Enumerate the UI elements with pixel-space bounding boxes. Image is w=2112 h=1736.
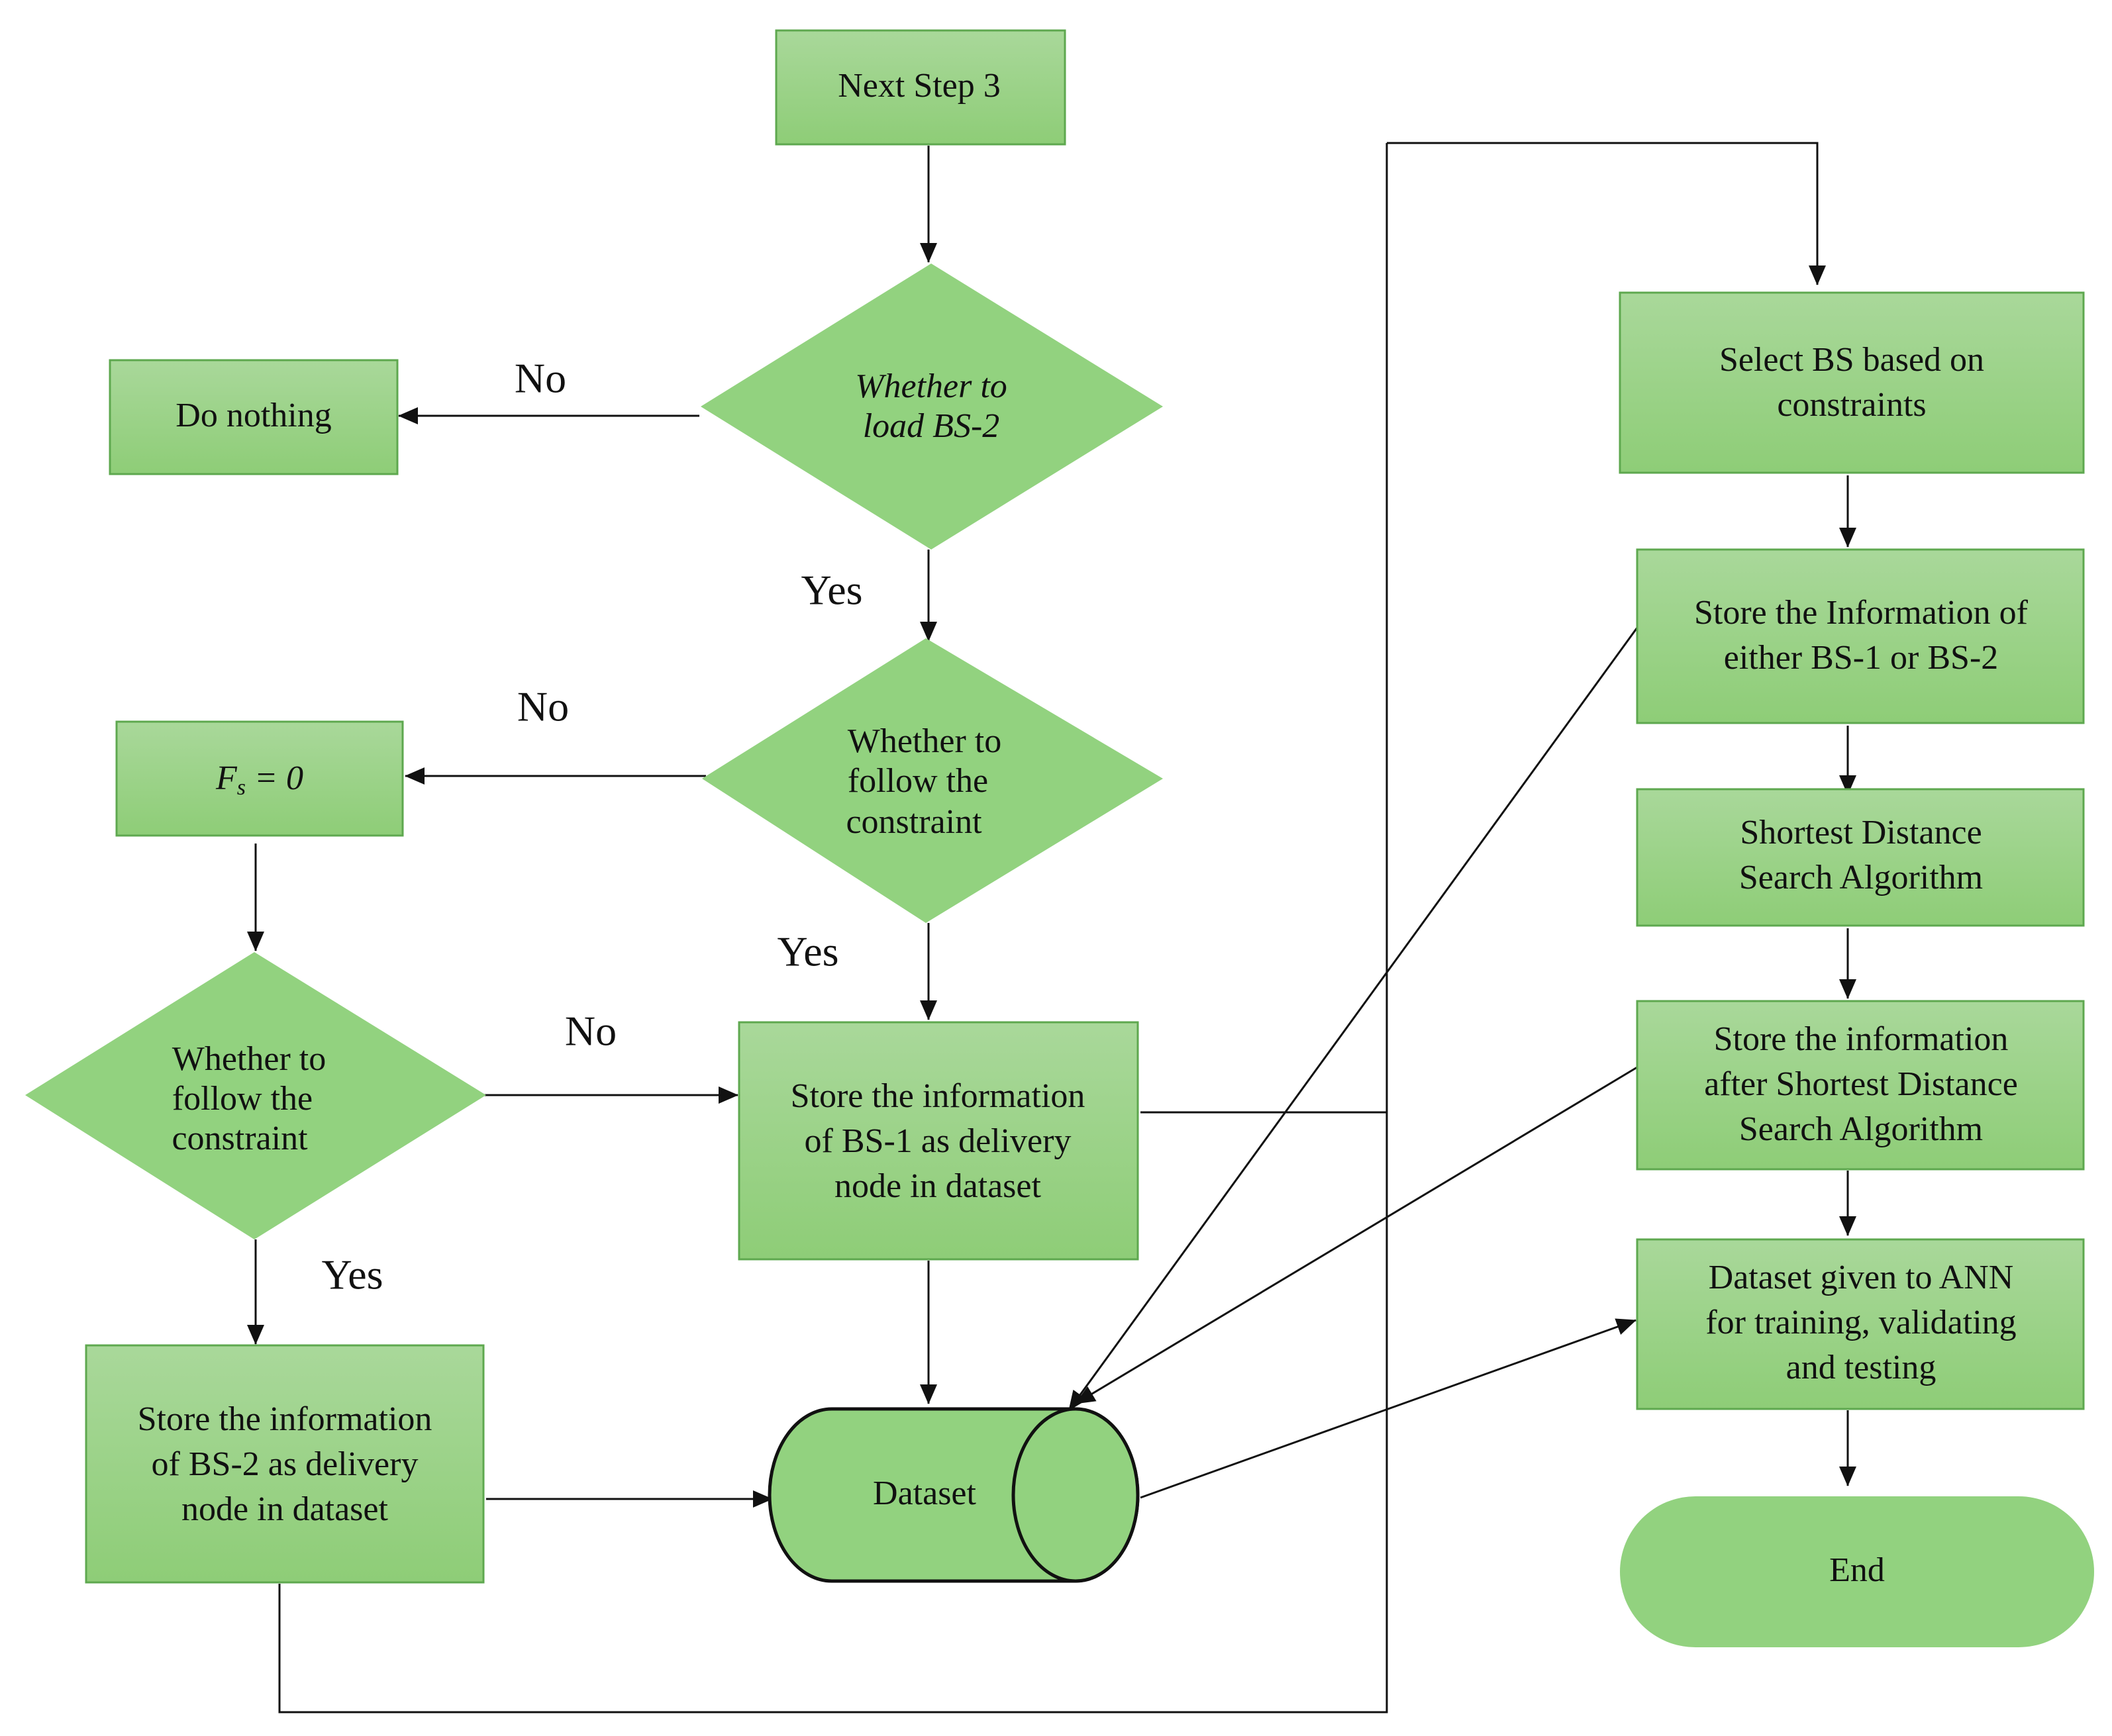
node-shortest-distance: Shortest Distance Search Algorithm	[1636, 788, 2085, 927]
label-yes-2: Yes	[777, 928, 838, 975]
node-next-step: Next Step 3	[775, 29, 1066, 146]
dataset-cylinder-end	[1011, 1407, 1140, 1583]
node-store-bs2-line-2: of BS-2 as delivery	[152, 1445, 419, 1483]
decision-follow1-line-1: Whether to	[848, 722, 1001, 760]
node-store-either: Store the Information of either BS-1 or …	[1636, 548, 2085, 724]
edge-store-after-to-dataset	[1075, 1066, 1638, 1405]
node-dataset-ann-line-2: for training, validating	[1705, 1304, 2016, 1341]
fs-sub: s	[237, 775, 246, 800]
node-fs-zero-label: Fs = 0	[215, 759, 303, 800]
node-store-bs1-line-3: node in dataset	[834, 1167, 1041, 1205]
decision-load-bs2-line-2: load BS-2	[863, 407, 1000, 445]
node-store-bs2: Store the information of BS-2 as deliver…	[85, 1344, 485, 1584]
node-select-bs: Select BS based on constraints	[1619, 291, 2085, 474]
node-store-after-line-3: Search Algorithm	[1739, 1110, 1983, 1148]
node-dataset-ann-line-1: Dataset given to ANN	[1709, 1259, 2014, 1296]
node-store-bs1: Store the information of BS-1 as deliver…	[738, 1021, 1139, 1261]
label-no-2: No	[517, 683, 569, 730]
label-yes-1: Yes	[801, 567, 862, 614]
label-yes-3: Yes	[321, 1251, 383, 1298]
decision-follow2-line-2: follow the	[172, 1080, 313, 1118]
node-store-bs1-line-1: Store the information	[791, 1077, 1085, 1115]
node-store-bs1-line-2: of BS-1 as delivery	[805, 1122, 1072, 1160]
node-store-after: Store the information after Shortest Dis…	[1636, 1000, 2085, 1171]
node-store-either-line-2: either BS-1 or BS-2	[1724, 639, 1999, 677]
node-shortest-line-1: Shortest Distance	[1740, 814, 1982, 851]
fs-rest: = 0	[246, 759, 303, 797]
node-do-nothing: Do nothing	[109, 359, 399, 475]
fs-base: F	[215, 759, 238, 797]
edge-labels: No Yes No Yes No Yes	[321, 355, 862, 1298]
edge-loop-to-select-bs	[1387, 142, 1826, 285]
node-next-step-label: Next Step 3	[838, 67, 1001, 105]
node-shortest-line-2: Search Algorithm	[1739, 859, 1983, 896]
edge-dataset-to-ann	[1140, 1318, 1636, 1499]
label-no-1: No	[515, 355, 566, 402]
node-dataset: Dataset	[768, 1407, 1140, 1583]
node-select-bs-line-2: constraints	[1777, 386, 1926, 424]
node-store-either-line-1: Store the Information of	[1694, 594, 2029, 632]
decision-follow1-line-2: follow the	[848, 762, 988, 800]
node-select-bs-line-1: Select BS based on	[1719, 341, 1984, 379]
label-no-3: No	[565, 1008, 617, 1055]
decision-follow-constraint-1: Whether to follow the constraint	[702, 638, 1163, 923]
decision-follow2-line-3: constraint	[172, 1120, 308, 1157]
node-store-bs2-line-3: node in dataset	[181, 1490, 388, 1528]
edge-store-bs2-loop	[278, 143, 1388, 1713]
node-fs-zero: Fs = 0	[115, 720, 404, 837]
node-dataset-ann: Dataset given to ANN for training, valid…	[1636, 1238, 2085, 1410]
connectors	[247, 142, 1856, 1713]
node-end-label: End	[1829, 1551, 1885, 1589]
decision-load-bs2-line-1: Whether to	[855, 367, 1007, 405]
decision-load-bs2: Whether to load BS-2	[701, 264, 1163, 550]
decision-follow1-line-3: constraint	[846, 803, 982, 841]
node-store-after-line-1: Store the information	[1714, 1020, 2009, 1058]
node-end: End	[1620, 1496, 2094, 1647]
node-store-bs2-line-1: Store the information	[138, 1400, 432, 1438]
node-dataset-ann-line-3: and testing	[1786, 1349, 1936, 1386]
node-store-after-line-2: after Shortest Distance	[1704, 1065, 2018, 1103]
edge-store-either-to-dataset	[1068, 627, 1638, 1411]
node-dataset-label: Dataset	[873, 1474, 976, 1512]
node-do-nothing-label: Do nothing	[176, 397, 331, 434]
decision-follow-constraint-2: Whether to follow the constraint	[25, 952, 486, 1239]
decision-follow2-line-1: Whether to	[172, 1040, 326, 1078]
